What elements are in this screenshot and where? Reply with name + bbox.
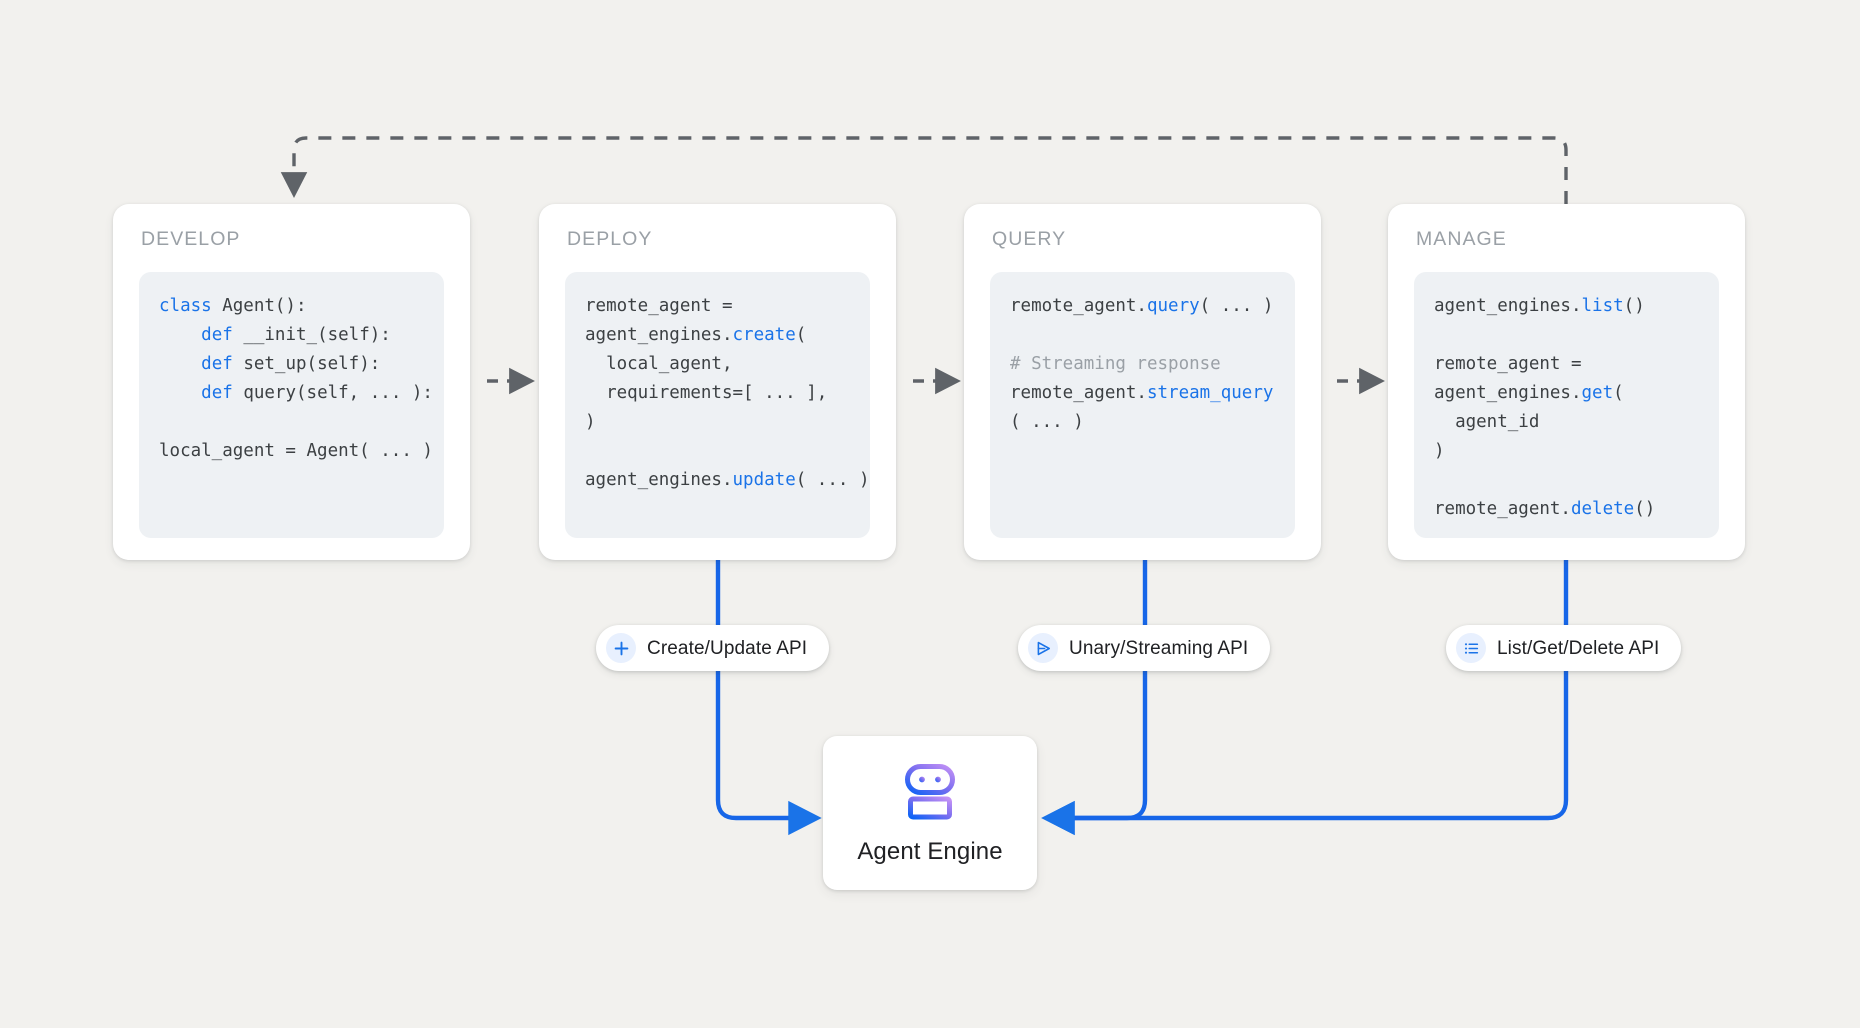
stage-card-query[interactable]: QUERY remote_agent.query( ... ) # Stream… <box>964 204 1321 560</box>
feedback-loop-arrow <box>280 136 1568 204</box>
stage-card-develop[interactable]: DEVELOP class Agent(): def __init_(self)… <box>113 204 470 560</box>
code-block-manage: agent_engines.list() remote_agent = agen… <box>1414 271 1719 538</box>
deploy-to-agent-engine-arrow <box>715 560 822 836</box>
stage-title-manage: MANAGE <box>1416 228 1507 250</box>
stage-title-query: QUERY <box>992 228 1067 250</box>
api-pill-label: Unary/Streaming API <box>1069 637 1249 659</box>
stage-card-deploy[interactable]: DEPLOY remote_agent = agent_engines.crea… <box>539 204 896 560</box>
api-pill-label: List/Get/Delete API <box>1497 637 1660 659</box>
api-pill-list-get-delete[interactable]: List/Get/Delete API <box>1446 625 1682 671</box>
send-triangle-icon <box>1028 633 1058 663</box>
stage-card-manage[interactable]: MANAGE agent_engines.list() remote_agent… <box>1388 204 1745 560</box>
query-to-agent-engine-arrow <box>1041 560 1148 836</box>
agent-engine-node[interactable]: Agent Engine <box>823 736 1037 890</box>
code-block-query: remote_agent.query( ... ) # Streaming re… <box>990 271 1295 538</box>
list-icon <box>1456 633 1486 663</box>
robot-icon <box>899 763 961 826</box>
manage-to-agent-engine-arrow <box>1041 560 1569 836</box>
stage-title-develop: DEVELOP <box>141 228 241 250</box>
api-pill-label: Create/Update API <box>647 637 808 659</box>
code-block-deploy: remote_agent = agent_engines.create( loc… <box>565 271 870 538</box>
stage-title-deploy: DEPLOY <box>567 228 653 250</box>
api-pill-unary-streaming[interactable]: Unary/Streaming API <box>1018 625 1271 671</box>
plus-icon <box>606 633 636 663</box>
agent-engine-label: Agent Engine <box>857 837 1003 865</box>
api-pill-create-update[interactable]: Create/Update API <box>596 625 830 671</box>
code-block-develop: class Agent(): def __init_(self): def se… <box>139 271 444 538</box>
